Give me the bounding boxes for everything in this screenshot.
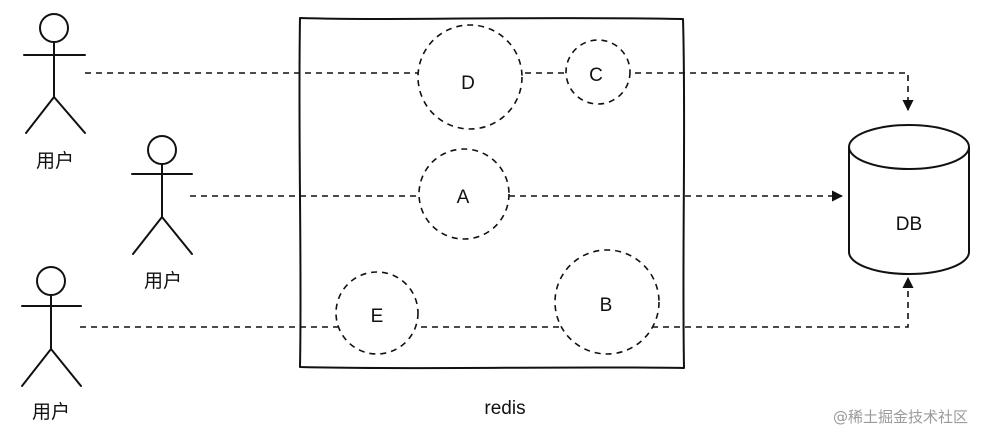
request-line-3 [80,276,914,328]
cache-key-b: B [554,249,660,355]
redis-box [298,17,686,370]
user-figure-1: 用户 [23,13,86,172]
user-icon [23,13,86,134]
database-icon [848,124,970,275]
watermark-text: @稀土掘金技术社区 [833,408,968,426]
user-figure-3: 用户 [21,266,82,423]
user-icon [131,135,193,255]
user-label-2: 用户 [144,270,182,292]
database-cylinder: DB [848,124,970,275]
cache-key-d: D [417,24,523,130]
redis-label: redis [484,398,525,419]
cache-key-a-label: A [457,187,470,208]
user-label-3: 用户 [32,401,70,423]
cache-key-c: C [565,39,631,105]
cache-key-c-label: C [589,65,603,86]
cache-key-a: A [418,148,510,240]
user-figure-2: 用户 [131,135,193,292]
cache-key-d-label: D [461,73,475,94]
user-label-1: 用户 [36,150,74,172]
cache-key-e: E [335,271,419,355]
user-icon [21,266,82,387]
database-label: DB [896,214,922,235]
cache-key-e-label: E [371,306,384,327]
request-line-1 [85,72,914,112]
cache-key-b-label: B [600,295,613,316]
